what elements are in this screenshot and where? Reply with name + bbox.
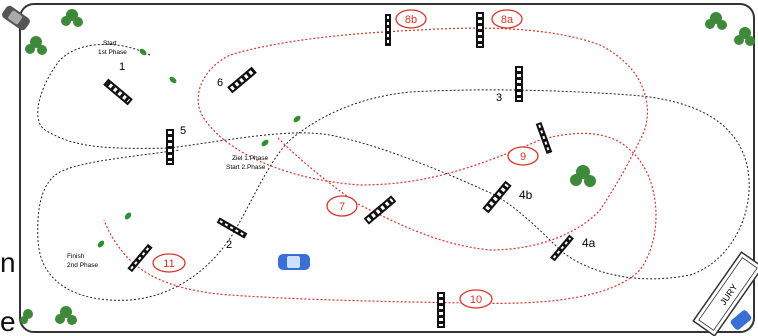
ziel-note-line-2: Start 2.Phase (226, 164, 266, 171)
tree-icon (61, 9, 83, 27)
obstacle-7 (363, 195, 397, 225)
obstacle-6 (227, 66, 257, 94)
obstacle-4a-label: 4a (582, 236, 596, 250)
finish-note-line-1: Finish (67, 253, 85, 260)
obstacle-4b-label: 4b (519, 188, 533, 202)
svg-text:8a: 8a (501, 14, 514, 26)
car-icon-jury (730, 310, 752, 330)
obstacle-3-label: 3 (496, 92, 502, 104)
start-markers (97, 48, 301, 248)
obstacle-4a (550, 234, 574, 262)
obstacle-9 (535, 121, 553, 155)
ziel-note-line-1: Ziel 1.Phase (232, 155, 269, 162)
obstacle-6-label: 6 (217, 77, 223, 89)
tree-icon (734, 27, 755, 46)
arena-border (19, 3, 755, 333)
tree-icon (25, 36, 47, 55)
tree-icon (20, 309, 33, 324)
red-marker-9: 9 (507, 146, 539, 166)
obstacle-2-label: 2 (226, 239, 232, 251)
car-icon-center (278, 254, 310, 270)
obstacle-4b (482, 180, 512, 214)
obstacle-1 (103, 78, 133, 106)
tree-icon (55, 306, 77, 325)
svg-text:11: 11 (163, 258, 174, 270)
obstacle-1-label: 1 (119, 61, 125, 73)
obstacle-3 (515, 66, 523, 102)
red-marker-11: 11 (152, 253, 186, 273)
obstacle-8b (385, 14, 391, 46)
jury-box: JURY (692, 251, 758, 336)
obstacle-2 (216, 217, 248, 239)
obstacle-5 (166, 129, 174, 165)
red-marker-7: 7 (326, 195, 358, 217)
svg-text:9: 9 (520, 151, 526, 163)
svg-text:10: 10 (470, 294, 482, 306)
red-marker-10: 10 (459, 289, 493, 309)
margin-letter-e: e (0, 306, 16, 336)
obstacle-10 (437, 292, 445, 328)
start-note-line-2: 1st Phase (98, 49, 127, 56)
red-marker-8b: 8b (395, 9, 427, 29)
obstacle-11 (127, 243, 153, 273)
svg-text:7: 7 (339, 201, 345, 213)
tree-icon (705, 12, 727, 30)
start-note-line-1: Start (103, 40, 117, 47)
obstacle-8a (476, 12, 484, 48)
svg-text:8b: 8b (405, 14, 417, 26)
margin-letter-n: n (0, 247, 16, 278)
red-course-line (103, 27, 657, 304)
car-icon-top-left (2, 5, 30, 31)
obstacle-5-label: 5 (180, 125, 186, 137)
finish-note-line-2: 2nd Phase (67, 262, 98, 269)
black-course-line (37, 43, 750, 301)
red-marker-8a: 8a (491, 9, 523, 29)
tree-icon (570, 165, 596, 187)
